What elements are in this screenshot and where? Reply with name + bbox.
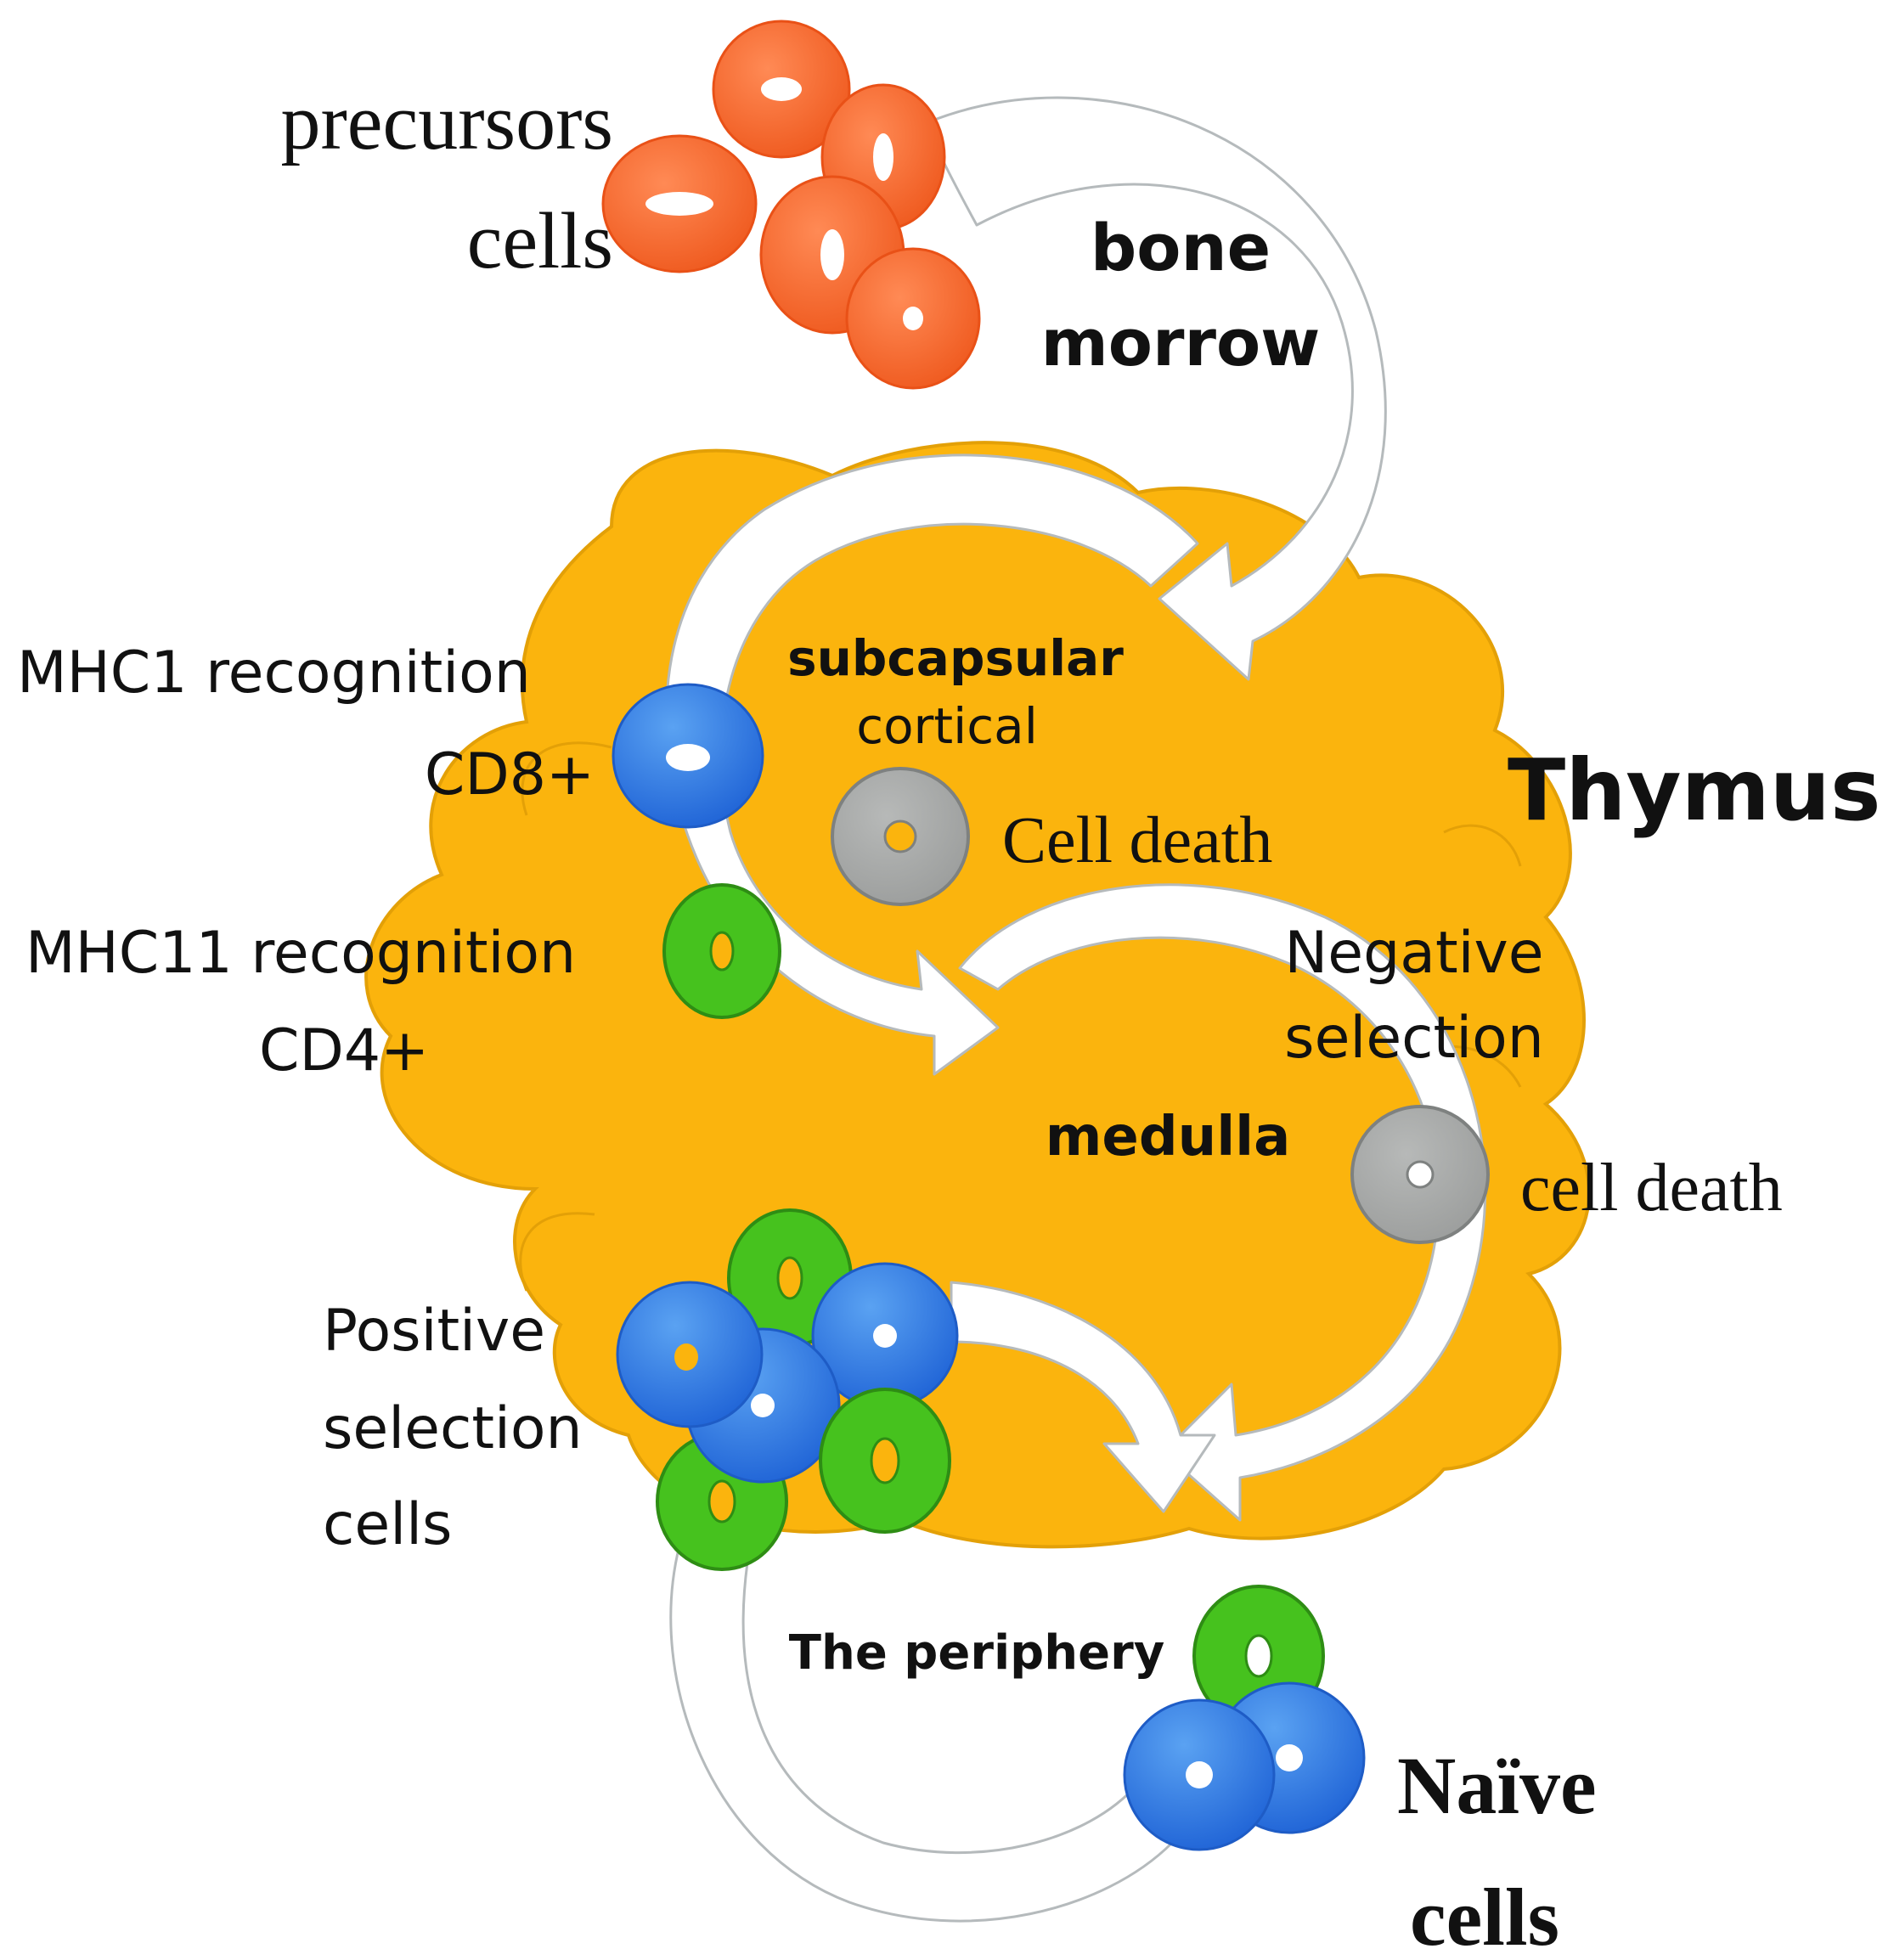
- cd4-cell: [662, 883, 781, 1019]
- label-cell-death-medulla: cell death: [1520, 1151, 1783, 1225]
- arrow-medulla: [958, 883, 1487, 1522]
- label-cd4: CD4+: [259, 1017, 429, 1084]
- label-precursors: precursors: [280, 78, 613, 166]
- precursor-cell: [601, 134, 758, 273]
- label-naive-cells: cells: [1410, 1872, 1559, 1960]
- label-cd8: CD8+: [425, 741, 595, 808]
- label-mhc2: MHC11 recognition: [25, 920, 576, 987]
- label-periphery: The periphery: [789, 1625, 1164, 1681]
- cd8-cell: [612, 683, 764, 829]
- label-positive: Positive: [323, 1298, 545, 1365]
- precursor-cell: [845, 247, 981, 390]
- cd8-cell: [1123, 1698, 1276, 1851]
- label-thymus: Thymus: [1508, 741, 1881, 840]
- label-cortical: cortical: [856, 697, 1038, 755]
- arrow-cortex: [665, 453, 1199, 1076]
- arrow-positive-selection: [950, 1281, 1216, 1513]
- arrow-periphery: [669, 1544, 1208, 1923]
- label-morrow: morrow: [1041, 305, 1321, 380]
- dead-cell-medulla: [1350, 1105, 1490, 1244]
- label-medulla: medulla: [1046, 1106, 1291, 1169]
- flow-arrows: [665, 96, 1487, 1923]
- label-subcapsular: subcapsular: [787, 629, 1124, 687]
- precursor-cell: [712, 20, 851, 159]
- label-negative: Negative: [1284, 920, 1543, 987]
- positive-selection-cluster: [616, 1208, 959, 1571]
- label-cell-death-cortex: Cell death: [1002, 803, 1272, 876]
- label-precursors-cells: cells: [467, 197, 613, 285]
- arrow-bone-marrow-to-thymus: [924, 96, 1387, 681]
- label-bone: bone: [1091, 210, 1271, 285]
- label-positive-cells: cells: [323, 1491, 452, 1558]
- labels: precursors cells bone morrow MHC1 recogn…: [17, 78, 1881, 1960]
- cd4-cell: [819, 1388, 951, 1534]
- label-mhc1: MHC1 recognition: [17, 639, 531, 707]
- cd8-cell: [616, 1281, 764, 1428]
- dead-cell-cortex: [831, 767, 970, 906]
- naive-cells: [1123, 1585, 1366, 1851]
- cd8-cell: [811, 1262, 959, 1410]
- precursor-cells: [601, 20, 981, 390]
- label-naive: Naïve: [1397, 1740, 1597, 1831]
- label-positive-selection: selection: [323, 1395, 583, 1462]
- label-negative-selection: selection: [1284, 1005, 1544, 1072]
